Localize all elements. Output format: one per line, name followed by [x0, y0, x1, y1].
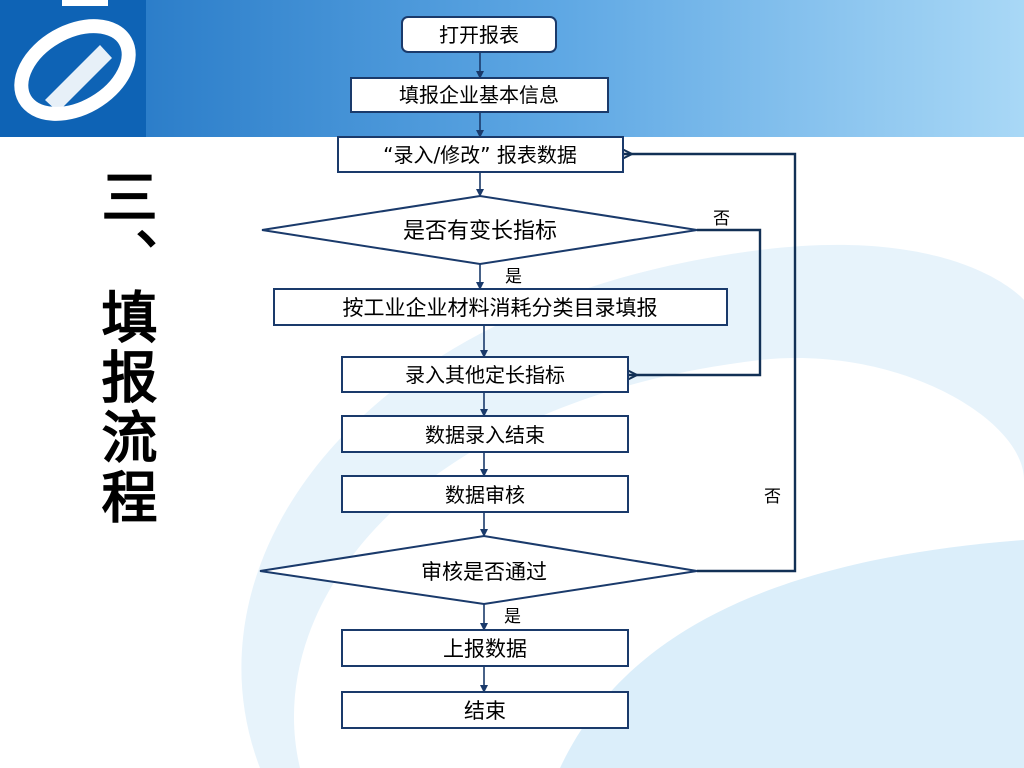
flow-node-submit-label: 上报数据: [443, 637, 527, 661]
flow-node-end-label: 结束: [464, 699, 506, 723]
flow-node-by-catalog-label: 按工业企业材料消耗分类目录填报: [343, 296, 658, 320]
connectors: [476, 52, 488, 693]
flow-node-entry-done-label: 数据录入结束: [425, 423, 545, 447]
edge-label-var-yes: 是: [505, 267, 522, 287]
edge-label-var-no: 否: [713, 209, 730, 229]
flow-node-submit: 上报数据: [341, 629, 629, 667]
flow-node-end: 结束: [341, 691, 629, 729]
flow-node-fill-info-label: 填报企业基本信息: [399, 83, 559, 107]
flow-node-decision-var: 是否有变长指标: [261, 194, 698, 266]
edge-label-pass-no: 否: [764, 487, 781, 507]
background-swoosh-corner: [560, 540, 1024, 768]
flow-node-decision-pass: 审核是否通过: [259, 534, 698, 606]
slide-title: 三、填报流程: [92, 168, 157, 528]
flow-node-decision-pass-label: 审核是否通过: [421, 560, 547, 584]
flow-node-open-label: 打开报表: [439, 23, 519, 47]
flow-node-other-fixed-label: 录入其他定长指标: [405, 363, 565, 387]
flow-node-fill-info: 填报企业基本信息: [350, 77, 609, 113]
flow-node-decision-var-label: 是否有变长指标: [403, 219, 557, 244]
flow-node-audit-label: 数据审核: [445, 483, 525, 507]
edge-label-pass-yes: 是: [504, 607, 521, 627]
flow-node-enter-label: “录入/修改” 报表数据: [383, 143, 577, 167]
flow-node-by-catalog: 按工业企业材料消耗分类目录填报: [273, 288, 728, 326]
flow-node-other-fixed: 录入其他定长指标: [341, 356, 629, 393]
feedback-connectors: [623, 154, 797, 573]
flow-node-audit: 数据审核: [341, 475, 629, 513]
flow-node-entry-done: 数据录入结束: [341, 415, 629, 453]
logo: [0, 0, 146, 137]
flow-node-open: 打开报表: [401, 16, 557, 53]
flow-node-enter: “录入/修改” 报表数据: [337, 136, 624, 173]
